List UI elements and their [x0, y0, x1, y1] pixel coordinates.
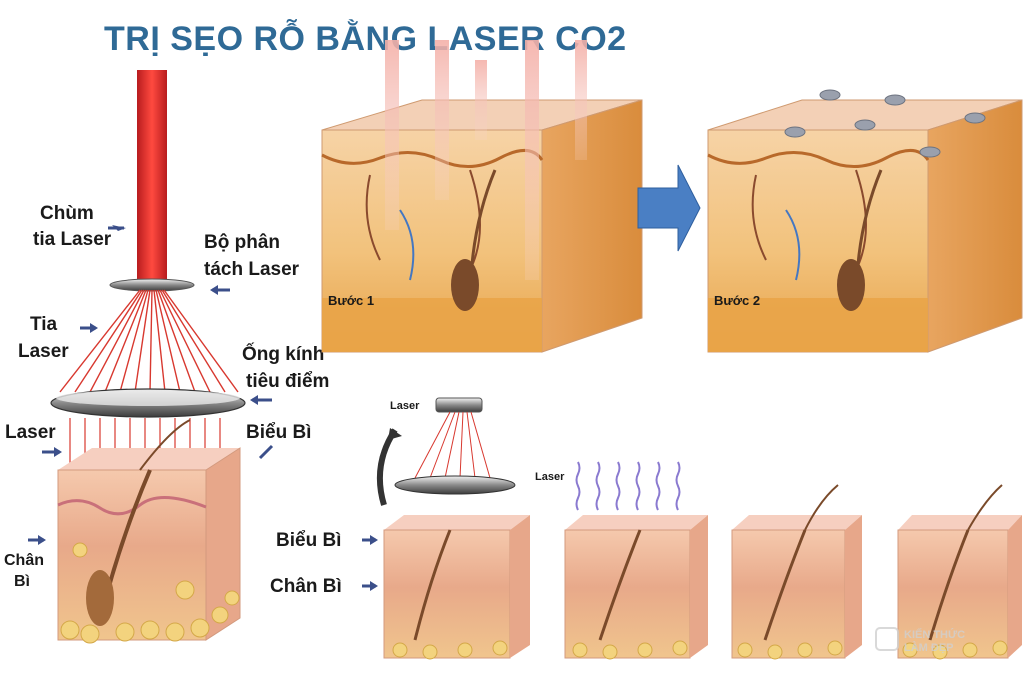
watermark-line-2: LÀM ĐẸP — [904, 641, 954, 654]
label-ong-kinh: Ống kính — [242, 343, 324, 365]
label-tach-laser: tách Laser — [204, 259, 300, 280]
page-title: TRỊ SẸO RỖ BẰNG LASER CO2 — [104, 20, 627, 58]
label-buoc-2: Bước 2 — [714, 293, 760, 308]
skin-block-b3 — [732, 485, 862, 659]
skin-block-b1 — [384, 515, 530, 659]
label-laser-2: Laser — [18, 341, 69, 362]
arrow-chan-bi-bottom-head — [370, 581, 378, 591]
cube-step-2 — [708, 90, 1022, 352]
arrow-ong-kinh-head — [250, 395, 258, 405]
label-laser-small-2: Laser — [535, 471, 565, 483]
focus-lens — [51, 389, 245, 417]
label-bo-phan: Bộ phân — [204, 232, 280, 253]
label-bieu-bi-left: Biểu Bì — [246, 422, 311, 443]
arrow-chan-bi-head — [38, 535, 46, 545]
arrow-bieu-bi-left — [260, 446, 272, 458]
label-chan: Chân — [4, 552, 44, 569]
arrow-bo-phan-head — [210, 285, 218, 295]
laser-rays — [60, 290, 238, 392]
watermark-line-1: KIẾN THỨC — [904, 628, 965, 641]
label-tieu-diem: tiêu điểm — [246, 371, 329, 392]
label-buoc-1: Bước 1 — [328, 293, 374, 308]
laser-beam — [137, 70, 167, 282]
label-bi: Bì — [14, 573, 30, 590]
small-laser-apparatus — [380, 398, 515, 505]
arrow-laser-left-head — [54, 447, 62, 457]
label-laser-left: Laser — [5, 422, 56, 443]
arrow-bieu-bi-bottom-head — [370, 535, 378, 545]
label-chan-bi-bottom: Chân Bì — [270, 576, 342, 597]
label-laser-small-1: Laser — [390, 400, 420, 412]
label-tia: Tia — [30, 314, 58, 335]
label-bieu-bi-bottom: Biểu Bì — [276, 530, 341, 551]
label-chum: Chùm — [40, 203, 94, 224]
label-tia-laser: tia Laser — [33, 229, 112, 250]
skin-block-b2 — [565, 462, 708, 659]
arrow-tia-head — [90, 323, 98, 333]
step-arrow — [638, 165, 700, 251]
beam-splitter — [110, 279, 194, 291]
skin-block-left — [58, 420, 240, 643]
